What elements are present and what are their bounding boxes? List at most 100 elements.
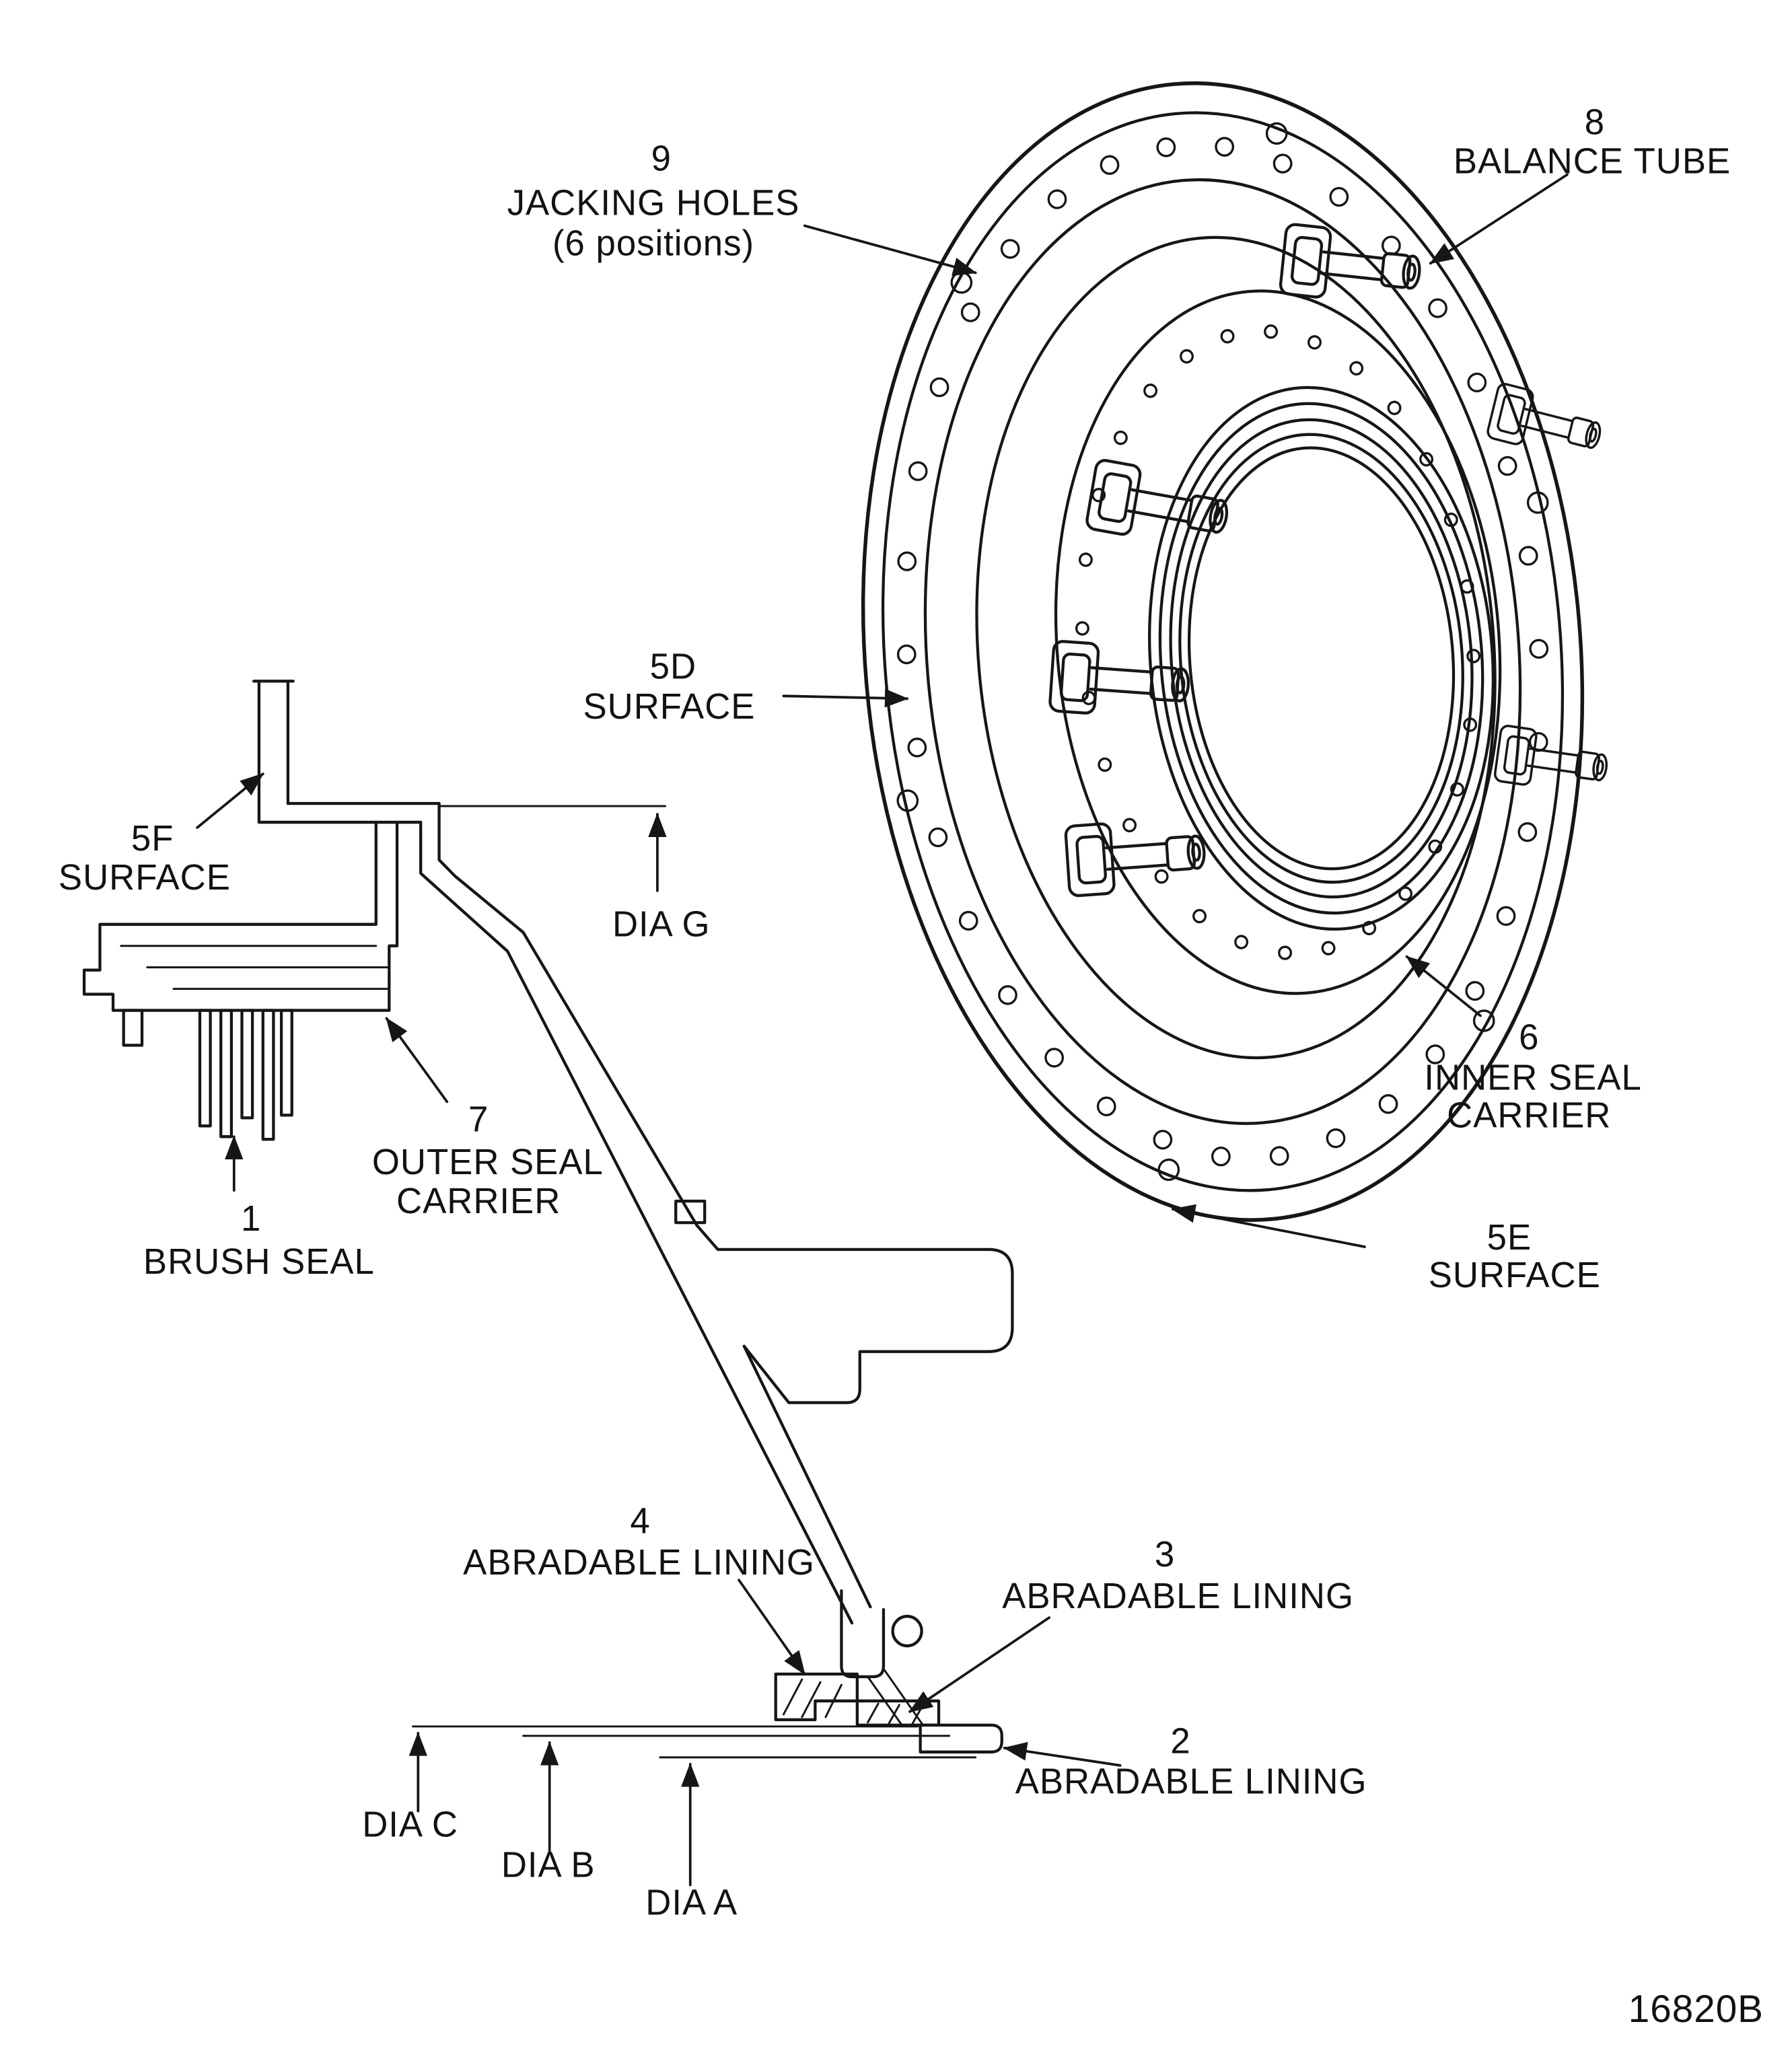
bolt-hole [1091,488,1106,503]
inner-flange-outer-ellipse [1054,289,1502,995]
bolt-hole [1419,451,1434,467]
abradable-4-number: 4 [630,1501,650,1542]
bolt-hole [1329,186,1349,207]
bolt-hole [1096,1096,1116,1116]
brush-seal-label: BRUSH SEAL [143,1241,375,1282]
bolt-hole [1044,1048,1065,1068]
cone-surface-ellipse [975,236,1497,1060]
bolt-hole [1273,153,1293,174]
bolt-hole [1180,349,1194,364]
abradable-3-label: ABRADABLE LINING [1002,1577,1354,1617]
strut-foot [840,1589,886,1679]
bolt-hole [1425,1044,1445,1064]
abradable-2-number: 2 [1170,1721,1190,1762]
bore-ring-2 [1158,402,1484,915]
horizontal-band [257,801,441,824]
top-bar [252,680,295,824]
strut-lower-line [419,820,854,1625]
abradable-3-number: 3 [1155,1535,1175,1575]
bolt-hole [1154,869,1169,884]
outer-seal-carrier-label2: CARRIER [396,1182,561,1222]
bolt-hole [1156,137,1176,157]
bolt-hole [960,302,980,322]
rim-face-ellipse [881,111,1565,1192]
leader-outer-seal-carrier [385,1017,449,1104]
leader-surface-5e [1171,1204,1366,1248]
abradable-4-label: ABRADABLE LINING [463,1543,815,1583]
bolt-hole [1467,372,1487,393]
dia-c-label: DIA C [362,1805,458,1845]
bolt-hole [929,377,949,398]
leader-abradable-2 [1003,1741,1122,1767]
balance-tube [1485,381,1607,466]
leader-surface-5d [782,688,909,708]
bolt-hole [998,985,1017,1005]
inner-seal-carrier-label2: CARRIER [1447,1095,1611,1136]
surface-5f-code: 5F [131,818,174,859]
bolt-hole [1518,546,1538,566]
jacking-holes-label: JACKING HOLES [507,183,800,223]
surface-5f-label: SURFACE [59,857,231,898]
bolt-hole [1382,236,1401,256]
bolt-hole [1265,122,1288,145]
bolt-hole [1220,329,1235,344]
bolt-hole [1000,239,1020,259]
bolt-hole [1428,298,1447,318]
abradable-2-label: ABRADABLE LINING [1015,1762,1367,1802]
brush-seal-number: 1 [241,1199,261,1239]
bolt-hole [1387,400,1402,415]
leader-jacking-holes [803,224,977,277]
bolt-hole [1278,945,1293,960]
abradable-lining-block-4 [774,1672,859,1722]
bolt-hole [958,910,978,931]
flange-inner-edge-ellipse [923,178,1522,1125]
bore-ring-3 [1169,418,1474,899]
bolt-hole [1307,335,1322,350]
leader-surface-5f [196,772,264,829]
inner-bolt-holes [1075,324,1481,960]
bolt-hole [1362,920,1377,935]
seal-hook [122,1009,144,1047]
surface-5d-code: 5D [650,647,696,687]
seal-carrier-ring [861,81,1612,1222]
outer-flange [861,81,1585,1222]
outer-bolt-holes [896,137,1549,1167]
bolt-hole [1153,1130,1173,1150]
bolt-hole [908,461,928,481]
inner-flange [1054,289,1502,995]
bolt-hole [1529,639,1549,659]
balance-tube [1493,723,1612,797]
leader-arrows [196,173,1569,1887]
abradable-lining-block-2 [919,1723,1003,1753]
bolt-hole [1157,1158,1180,1182]
bolt-hole [896,644,917,665]
surface-5e-code: 5E [1487,1217,1532,1258]
surface-5d-label: SURFACE [583,687,755,727]
figure-number: 16820B [1628,1988,1764,2031]
bolt-hole [1526,491,1549,514]
foot-pin [891,1614,923,1648]
bolt-hole [1472,1009,1495,1032]
jacking-holes-sublabel: (6 positions) [552,223,754,264]
balance-tubes [1050,223,1612,896]
dia-g-label: DIA G [612,904,711,945]
bolt-hole [1326,1128,1346,1149]
bolt-hole [1047,189,1067,209]
jacking-holes [896,122,1549,1182]
abradable-linings [774,1672,1003,1753]
bolt-hole [1264,324,1279,339]
bolt-hole [896,789,919,812]
mid-bracket [695,1223,1014,1404]
inner-seal-carrier-label1: INNER SEAL [1424,1058,1641,1098]
bolt-hole [897,551,917,571]
bolt-hole [1349,361,1364,376]
outer-rim-ellipse [861,81,1585,1222]
brush-seal-bristles [198,1009,293,1141]
labels-layer: 9 JACKING HOLES (6 positions) 8 BALANCE … [59,102,1764,2031]
cross-section [82,680,1014,1759]
bolt-hole [1517,822,1538,842]
bolt-hole [928,827,948,848]
bolt-hole [1269,1146,1289,1166]
abradable-lining-block-3 [855,1699,941,1727]
